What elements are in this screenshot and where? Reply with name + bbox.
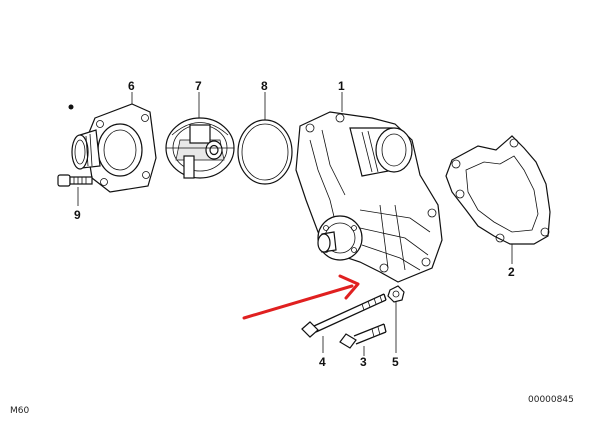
part-8-o-ring bbox=[237, 119, 293, 185]
callout-5: 5 bbox=[392, 355, 399, 369]
callout-7: 7 bbox=[195, 79, 202, 93]
callout-9: 9 bbox=[74, 208, 81, 222]
leader-lines bbox=[77, 92, 513, 356]
part-9-bolt bbox=[57, 174, 93, 187]
part-number: 00000845 bbox=[528, 395, 574, 405]
callout-1: 1 bbox=[338, 79, 345, 93]
part-5-nut bbox=[387, 285, 405, 303]
part-1-water-pump bbox=[295, 111, 443, 283]
part-7-thermostat bbox=[165, 117, 235, 179]
callout-2: 2 bbox=[508, 265, 515, 279]
part-3-short-bolt bbox=[339, 323, 387, 349]
part-2-gasket bbox=[445, 135, 551, 245]
callout-4: 4 bbox=[319, 355, 326, 369]
callout-8: 8 bbox=[261, 79, 268, 93]
small-dot bbox=[68, 104, 74, 110]
callout-6: 6 bbox=[128, 79, 135, 93]
part-4-long-bolt bbox=[301, 293, 387, 338]
part-6-housing-cover bbox=[71, 103, 157, 193]
callout-3: 3 bbox=[360, 355, 367, 369]
model-code: M60 bbox=[10, 406, 29, 416]
red-arrow-annotation bbox=[242, 274, 360, 320]
